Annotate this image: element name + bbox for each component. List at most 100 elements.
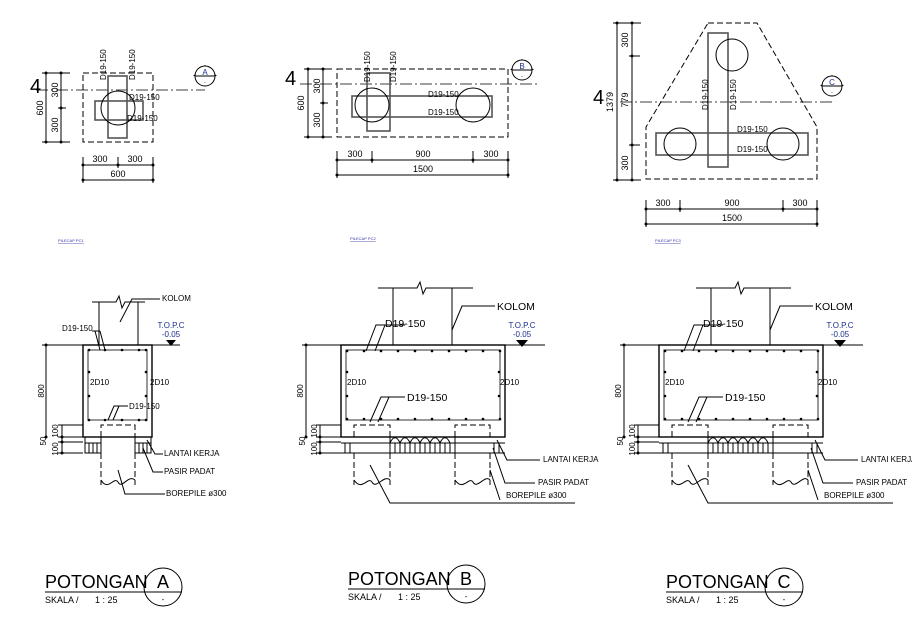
svg-text:C: C [829,78,835,87]
svg-text:-: - [521,74,523,80]
axis-label: 4 [285,68,296,90]
rebar-dot [748,349,752,353]
rebar-label: D19-150 [729,79,738,110]
plan-pc3: 4 D19-150 D19-150 D19-150 D19-150 1379 3… [593,21,844,243]
pilecap-section [82,344,153,438]
axis-label: 4 [30,76,41,98]
plan-title: PILECAP PC1 [58,238,84,243]
dim-label: 300 [312,112,322,127]
plan-pc2: 4 D19-150 D19-150 D19-150 D19-150 600 30… [285,51,540,241]
rebar-label: D19-150 [428,90,459,99]
pilecap-outline [645,22,818,180]
rebar-dot [379,417,383,421]
dim-label: 50 [616,436,625,445]
bottom-rebar-label: D19-150 [407,392,447,404]
rebar-dot [680,349,684,353]
dim-label: 800 [37,384,46,398]
rebar-dot [765,417,769,421]
lantai-kerja-label: LANTAI KERJA [543,455,599,464]
column [696,280,791,345]
section-marker-letter: B [460,569,472,589]
rebar-dot [663,417,667,421]
topc-label: T.O.P.C [509,321,536,330]
scale-label: SKALA / [666,595,700,605]
side-rebar-left: 2D10 [347,378,367,387]
dim-label: 300 [127,154,142,164]
rebar-dot [680,417,684,421]
level-marker-icon [834,340,846,347]
dim-label: 300 [483,149,498,159]
dim-label: 100 [628,442,637,456]
rebar-dot [697,417,701,421]
section-marker-b[interactable]: B - [510,59,534,81]
dim-label: 800 [296,384,305,398]
rebar-dot [497,370,501,374]
section-title: POTONGAN [348,569,451,589]
dim-label: 779 [620,92,630,107]
dim-label: 900 [415,149,430,159]
rebar-label: D19-150 [99,49,108,80]
level-marker-icon [516,340,528,347]
borepile-label: BOREPILE ø300 [506,491,567,500]
elevation-label: -0.05 [513,330,532,339]
section-b: KOLOM D19-150 2D10 2D10 D19-150 T.O.P.C … [296,280,599,604]
dim-label: 100 [310,424,319,438]
rebar-dot [799,417,803,421]
dim-label: 300 [347,149,362,159]
svg-text:A: A [202,68,208,77]
rebar-label: D19-150 [128,49,137,80]
rebar-dot [447,417,451,421]
pilecap-outline [82,72,154,143]
dim-label: 900 [724,198,739,208]
pile-circle [715,38,749,72]
pile-circle [766,127,800,161]
side-rebar-right: 2D10 [500,378,520,387]
pilecap-section [340,344,506,438]
borepile [100,424,136,485]
rebar-dot [815,394,819,398]
topc-label: T.O.P.C [827,321,854,330]
plan-pc1: 4 D19-150 D19-150 D19-150 D19-150 600 30… [30,49,217,243]
svg-text:-: - [204,80,206,86]
rebar-dot [714,349,718,353]
top-rebar-label: D19-150 [62,324,93,333]
rebar-dot [663,394,667,398]
dim-label: 300 [92,154,107,164]
rebar-dot [782,349,786,353]
scale-value: 1 : 25 [716,595,739,605]
topc-label: T.O.P.C [158,321,185,330]
axis-label: 4 [593,87,604,109]
svg-text:-: - [465,592,468,601]
side-rebar-right: 2D10 [818,378,838,387]
dim-label: 600 [296,95,306,110]
rebar-dot [816,349,820,353]
pile-circle [354,87,390,123]
rebar-dot [396,417,400,421]
rebar-label: D19-150 [701,79,710,110]
scale-value: 1 : 25 [95,595,118,605]
section-marker-a[interactable]: A - [193,65,217,87]
scale-label: SKALA / [45,595,79,605]
section-marker-c[interactable]: C - [820,75,844,97]
rebar-dot [464,417,468,421]
top-rebar-label: D19-150 [385,318,425,330]
rebar-dot [714,417,718,421]
top-rebar-label: D19-150 [703,318,743,330]
dim-label: 1500 [413,164,433,174]
dim-label: 300 [620,155,630,170]
pasir-padat-label: PASIR PADAT [164,467,215,476]
lantai-kerja [659,437,823,454]
rebar-dot [345,417,349,421]
rebar-dot [731,349,735,353]
rebar-label: D19-150 [363,51,372,82]
section-c: KOLOM D19-150 2D10 2D10 D19-150 T.O.P.C … [614,280,912,607]
rebar-dot [782,417,786,421]
rebar-dot [345,394,349,398]
plan-title: PILECAP PC3 [655,238,681,243]
dim-label: 300 [50,82,60,97]
rebar-dot [396,349,400,353]
bottom-rebar-label: D19-150 [725,392,765,404]
rebar-dot [362,349,366,353]
rebar-dot [430,417,434,421]
